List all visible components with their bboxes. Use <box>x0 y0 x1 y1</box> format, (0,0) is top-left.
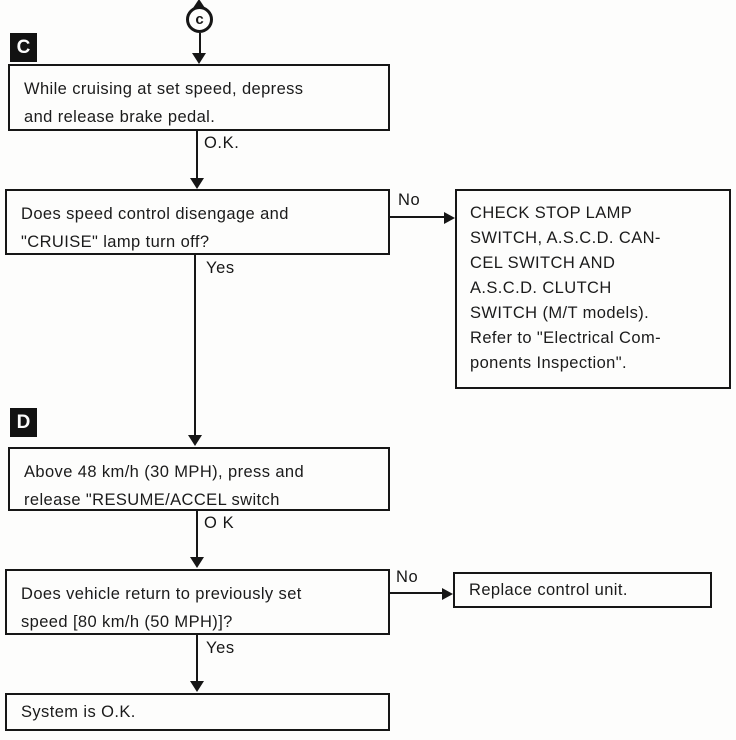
edge-label-ok1: O.K. <box>204 134 240 152</box>
section-badge-d-label: D <box>16 411 31 433</box>
edge-label-no2: No <box>396 568 419 586</box>
flow-box-check-switches-line7: ponents Inspection". <box>470 354 627 372</box>
connector-c-label: c <box>195 11 204 28</box>
flow-box-system-ok: System is O.K. <box>5 693 390 731</box>
flow-box-resume-accel-line1: Above 48 km/h (30 MPH), press and <box>24 463 305 481</box>
section-badge-c: C <box>10 33 37 62</box>
edge-no2 <box>390 592 443 594</box>
arrowhead-into-box5-icon <box>190 681 204 692</box>
connector-c: c <box>186 6 213 33</box>
flow-box-return-speed-question-line1: Does vehicle return to previously set <box>21 585 302 603</box>
section-badge-d: D <box>10 408 37 437</box>
edge-label-yes1: Yes <box>206 259 235 277</box>
section-badge-c-label: C <box>16 36 31 58</box>
arrowhead-into-replace-box-icon <box>442 588 453 600</box>
flow-box-disengage-question-line2: "CRUISE" lamp turn off? <box>21 233 210 251</box>
arrowhead-into-box2-icon <box>190 178 204 189</box>
flow-box-check-switches-line3: CEL SWITCH AND <box>470 254 616 272</box>
flow-box-cruise-brake-line2: and release brake pedal. <box>24 108 216 126</box>
flow-box-resume-accel: Above 48 km/h (30 MPH), press and releas… <box>8 447 390 511</box>
flow-box-check-switches-line2: SWITCH, A.S.C.D. CAN- <box>470 229 661 247</box>
flow-box-replace-unit-line1: Replace control unit. <box>469 580 628 599</box>
flow-box-check-switches-line6: Refer to "Electrical Com- <box>470 329 661 347</box>
flow-box-disengage-question-line1: Does speed control disengage and <box>21 205 289 223</box>
flow-box-check-switches-line5: SWITCH (M/T models). <box>470 304 650 322</box>
edge-yes1 <box>194 255 196 436</box>
flow-box-check-switches-line4: A.S.C.D. CLUTCH <box>470 279 612 297</box>
edge-label-yes2: Yes <box>206 639 235 657</box>
arrowhead-into-box1-icon <box>192 53 206 64</box>
arrowhead-into-check-box-icon <box>444 212 455 224</box>
flow-box-check-switches: CHECK STOP LAMP SWITCH, A.S.C.D. CAN- CE… <box>455 189 731 389</box>
edge-label-no1: No <box>398 191 421 209</box>
flow-box-resume-accel-line2: release "RESUME/ACCEL switch <box>24 491 280 509</box>
edge-no1 <box>390 216 445 218</box>
flow-box-return-speed-question: Does vehicle return to previously set sp… <box>5 569 390 635</box>
edge-ok1 <box>196 131 198 179</box>
flow-box-return-speed-question-line2: speed [80 km/h (50 MPH)]? <box>21 613 233 631</box>
flow-box-disengage-question: Does speed control disengage and "CRUISE… <box>5 189 390 255</box>
flow-box-check-switches-line1: CHECK STOP LAMP <box>470 204 633 222</box>
edge-connector-to-box1 <box>199 33 201 54</box>
flow-box-system-ok-line1: System is O.K. <box>21 702 136 721</box>
edge-yes2 <box>196 635 198 682</box>
edge-ok2 <box>196 511 198 558</box>
connector-top-arrow-icon <box>193 0 205 8</box>
edge-label-ok2: O K <box>204 514 235 532</box>
arrowhead-into-box3-icon <box>188 435 202 446</box>
flow-box-replace-unit: Replace control unit. <box>453 572 712 608</box>
arrowhead-into-box4-icon <box>190 557 204 568</box>
flow-box-cruise-brake-line1: While cruising at set speed, depress <box>24 80 304 98</box>
flow-box-cruise-brake: While cruising at set speed, depress and… <box>8 64 390 131</box>
